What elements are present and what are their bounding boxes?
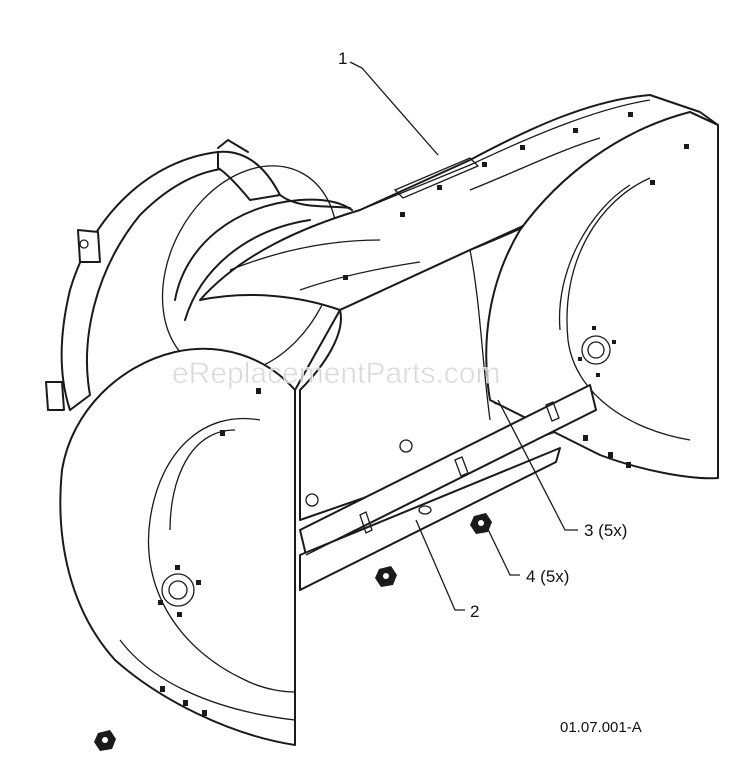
lower-tab	[45, 381, 65, 411]
callout-3: 3 (5x)	[584, 521, 627, 540]
callout-1: 1	[338, 49, 347, 68]
top-hole	[343, 275, 348, 280]
leader-lines	[349, 61, 578, 611]
top-hole	[520, 145, 525, 150]
top-hole	[400, 212, 405, 217]
callout-2: 2	[470, 602, 479, 621]
auger-drum	[45, 139, 353, 411]
top-hole	[437, 185, 442, 190]
scraper-bar	[299, 384, 597, 591]
watermark: eReplacementParts.com	[172, 357, 500, 390]
top-hole	[482, 162, 487, 167]
carriage-bolt-hole	[305, 493, 319, 507]
carriage-bolt-hole	[399, 439, 413, 453]
top-hole	[628, 112, 633, 117]
reference-code: 01.07.001-A	[560, 719, 642, 736]
left-side-plate	[59, 309, 341, 746]
hex-nuts	[94, 513, 492, 751]
top-hole	[573, 128, 578, 133]
right-side-plate	[485, 111, 719, 480]
callout-4: 4 (5x)	[526, 567, 569, 586]
mounting-tab	[77, 229, 101, 263]
